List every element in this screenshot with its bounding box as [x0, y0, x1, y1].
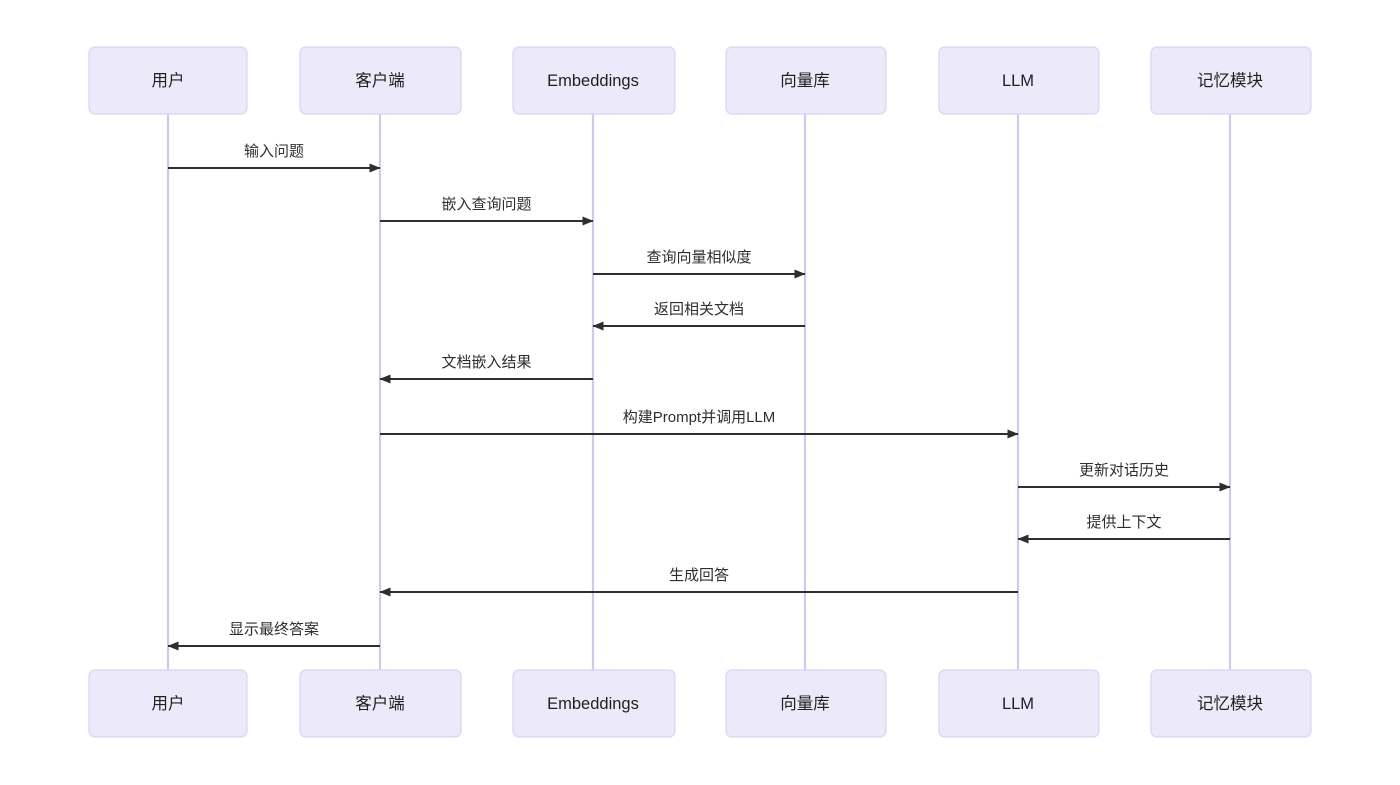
message-2[interactable]: 嵌入查询问题 [380, 196, 594, 226]
message-label-1: 输入问题 [244, 143, 304, 160]
participant-label-memory: 记忆模块 [1197, 694, 1263, 713]
participant-label-embeddings: Embeddings [547, 695, 639, 713]
participant-label-client: 客户端 [355, 694, 405, 713]
participant-boxes-bottom: 用户 客户端 Embeddings 向量库 LLM 记忆模块 [88, 669, 1312, 738]
participant-label-llm: LLM [1002, 72, 1034, 90]
participant-client-top[interactable]: 客户端 [299, 46, 462, 115]
message-10[interactable]: 显示最终答案 [167, 620, 380, 651]
messages-layer: 输入问题嵌入查询问题查询向量相似度返回相关文档文档嵌入结果构建Prompt并调用… [167, 143, 1231, 651]
message-9[interactable]: 生成回答 [379, 567, 1018, 597]
message-label-7: 更新对话历史 [1079, 462, 1169, 479]
participant-box-llm[interactable] [938, 46, 1100, 115]
lifelines-layer [166, 114, 1232, 670]
participant-box-user[interactable] [88, 46, 248, 115]
message-7[interactable]: 更新对话历史 [1018, 462, 1231, 492]
participant-vectordb-top[interactable]: 向量库 [725, 46, 887, 115]
participant-label-user: 用户 [152, 694, 185, 713]
participant-box-llm[interactable] [938, 669, 1100, 738]
participant-llm-bottom[interactable]: LLM [938, 669, 1100, 738]
message-4[interactable]: 返回相关文档 [592, 301, 805, 331]
participant-box-memory[interactable] [1150, 46, 1312, 115]
participant-box-embeddings[interactable] [512, 669, 676, 738]
message-label-10: 显示最终答案 [229, 620, 319, 638]
participant-user-bottom[interactable]: 用户 [88, 669, 248, 738]
message-5[interactable]: 文档嵌入结果 [379, 354, 593, 384]
participant-box-client[interactable] [299, 669, 462, 738]
message-label-2: 嵌入查询问题 [441, 196, 531, 213]
participant-label-embeddings: Embeddings [547, 72, 639, 90]
participant-label-vectordb: 向量库 [780, 71, 830, 90]
participant-box-user[interactable] [88, 669, 248, 738]
participant-memory-top[interactable]: 记忆模块 [1150, 46, 1312, 115]
message-label-8: 提供上下文 [1086, 514, 1161, 531]
message-label-5: 文档嵌入结果 [441, 354, 531, 371]
message-6[interactable]: 构建Prompt并调用LLM [380, 409, 1019, 439]
participant-label-memory: 记忆模块 [1197, 71, 1263, 90]
message-label-3: 查询向量相似度 [646, 249, 751, 266]
participant-client-bottom[interactable]: 客户端 [299, 669, 462, 738]
participant-box-vectordb[interactable] [725, 46, 887, 115]
message-1[interactable]: 输入问题 [168, 143, 381, 173]
participant-user-top[interactable]: 用户 [88, 46, 248, 115]
message-label-9: 生成回答 [669, 567, 729, 584]
participant-box-client[interactable] [299, 46, 462, 115]
participant-boxes-top: 用户 客户端 Embeddings 向量库 LLM 记忆模块 [88, 46, 1312, 115]
participant-embeddings-top[interactable]: Embeddings [512, 46, 676, 115]
message-3[interactable]: 查询向量相似度 [593, 249, 806, 279]
participant-embeddings-bottom[interactable]: Embeddings [512, 669, 676, 738]
participant-box-memory[interactable] [1150, 669, 1312, 738]
message-label-4: 返回相关文档 [654, 301, 744, 318]
participant-memory-bottom[interactable]: 记忆模块 [1150, 669, 1312, 738]
message-label-6: 构建Prompt并调用LLM [623, 409, 776, 426]
participant-box-embeddings[interactable] [512, 46, 676, 115]
message-8[interactable]: 提供上下文 [1017, 514, 1230, 544]
participant-label-user: 用户 [152, 71, 185, 90]
participant-vectordb-bottom[interactable]: 向量库 [725, 669, 887, 738]
participant-box-vectordb[interactable] [725, 669, 887, 738]
participant-label-client: 客户端 [355, 71, 405, 90]
participant-label-llm: LLM [1002, 695, 1034, 713]
participant-label-vectordb: 向量库 [780, 694, 830, 713]
participant-llm-top[interactable]: LLM [938, 46, 1100, 115]
